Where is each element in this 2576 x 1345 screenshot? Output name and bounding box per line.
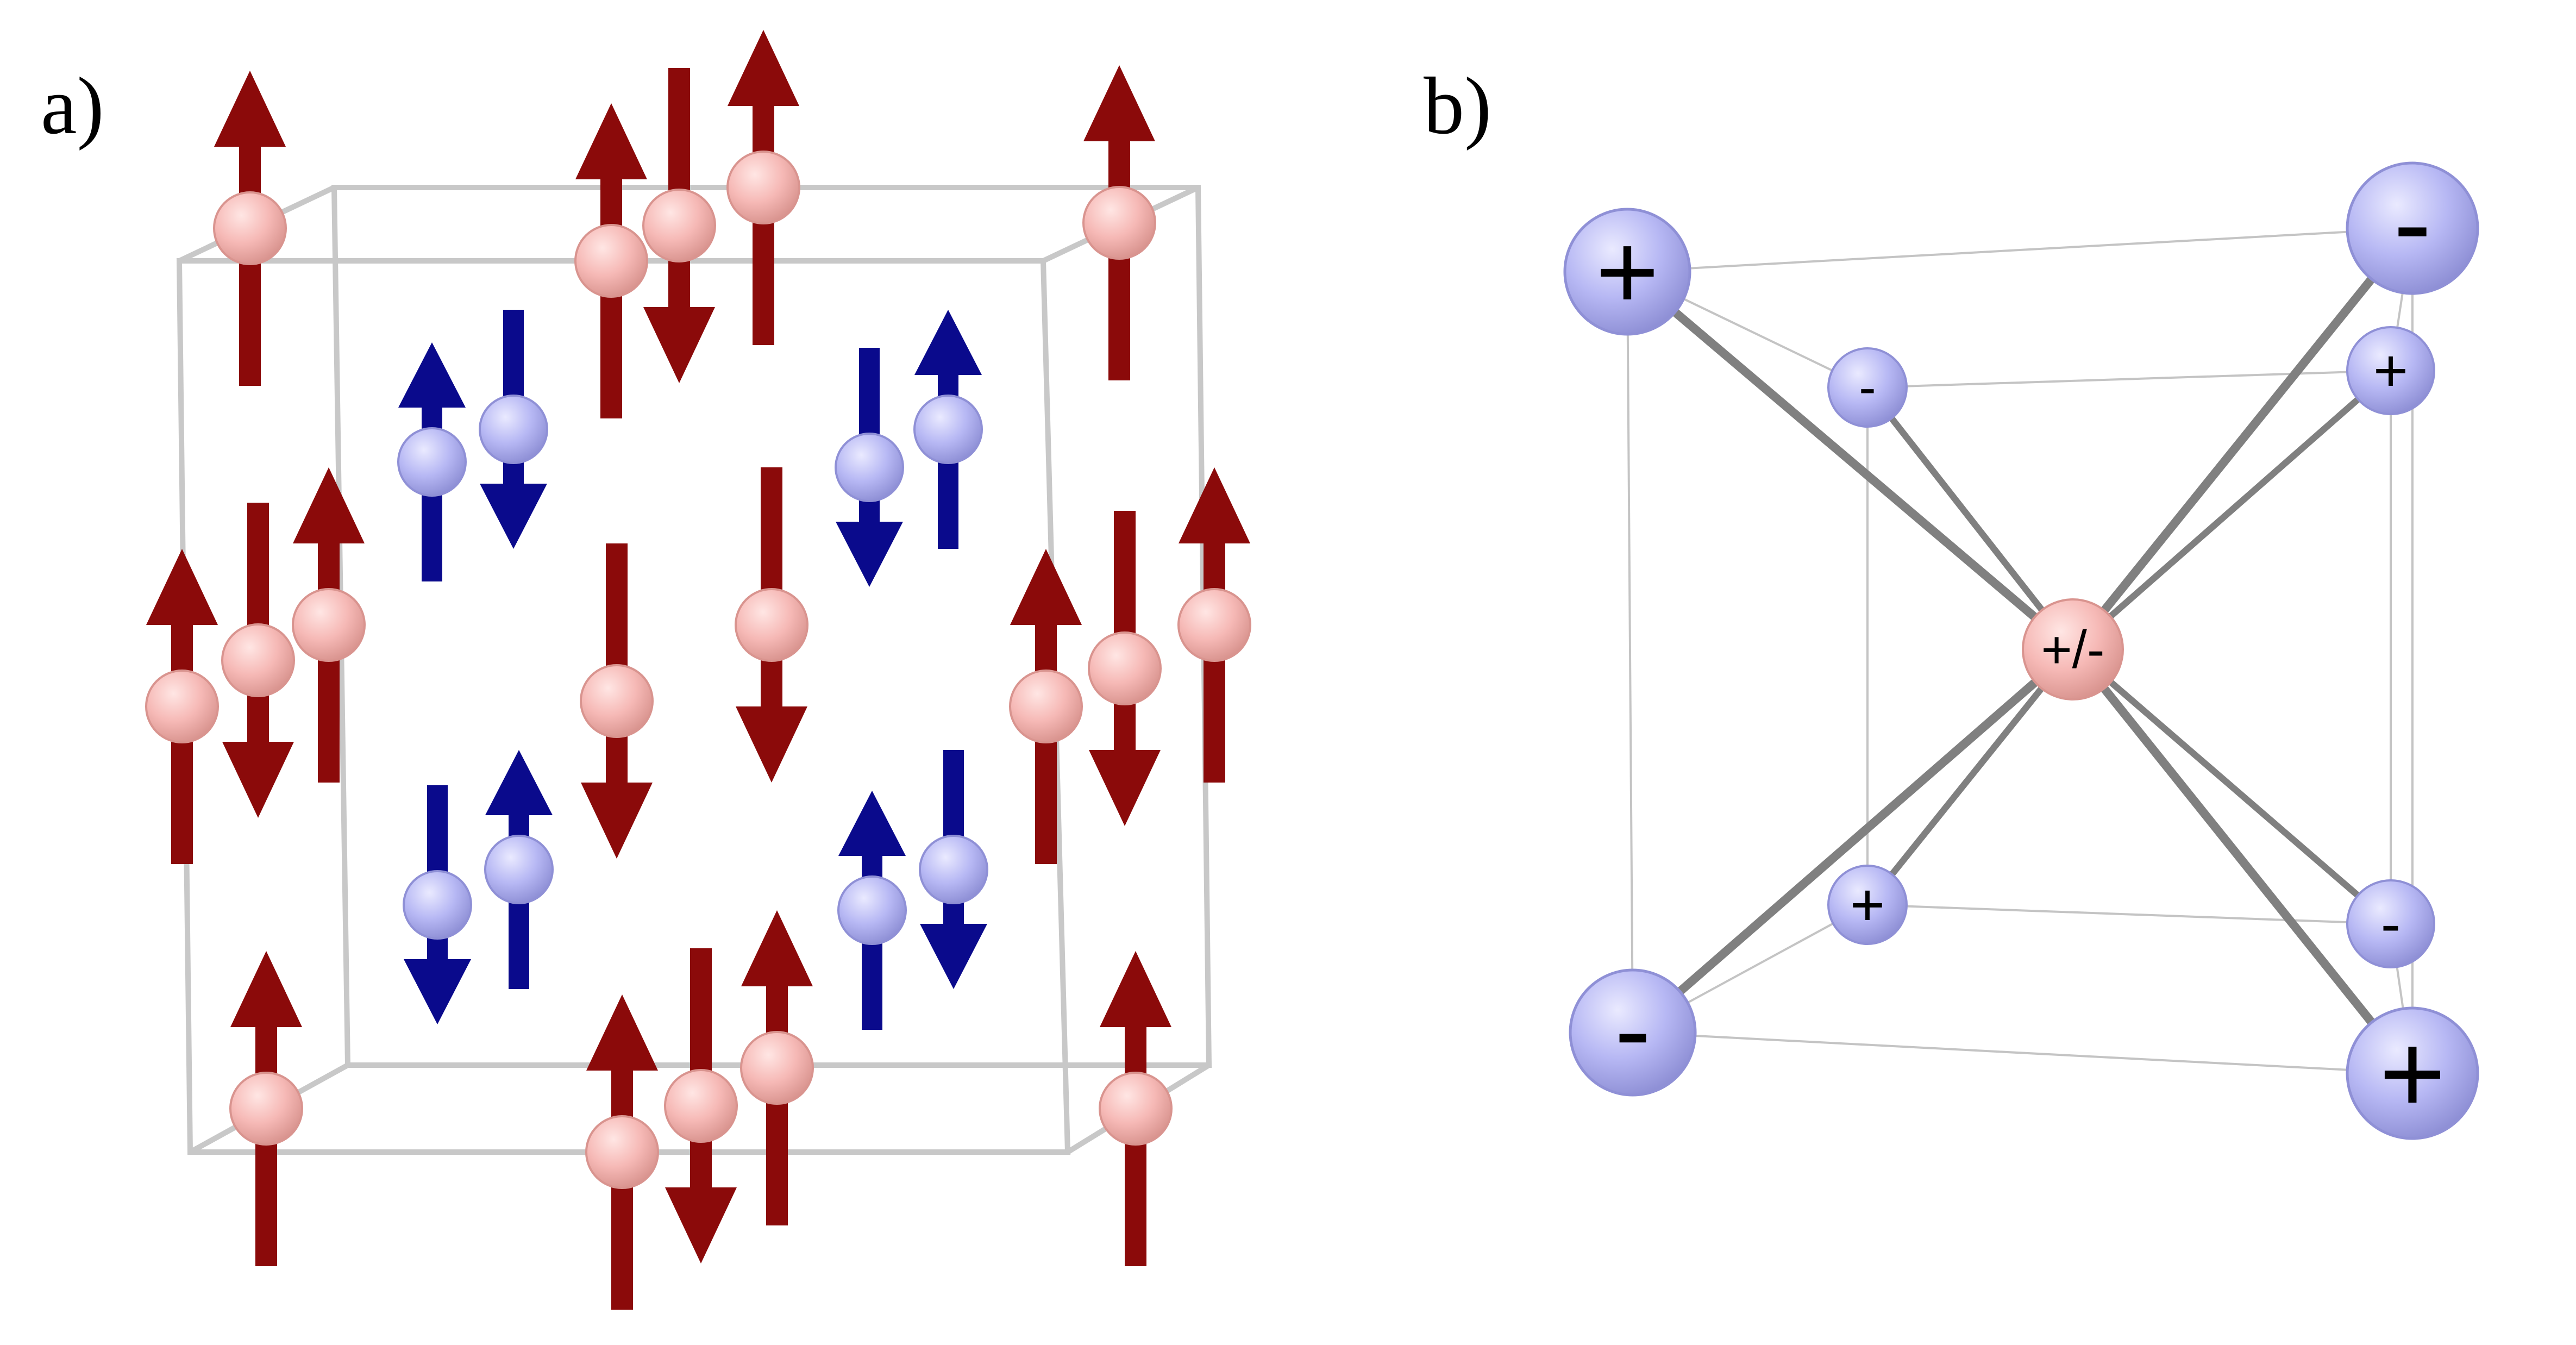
magnetic-moment-blue	[919, 750, 988, 989]
atom-pink	[1088, 631, 1162, 705]
magnetic-moment-red	[1177, 467, 1251, 783]
magnetic-moment-red	[1009, 549, 1083, 864]
atom-blue	[919, 835, 988, 904]
atom-pink	[292, 588, 366, 662]
panel-b-label: b)	[1424, 61, 1491, 151]
atom-blue	[484, 835, 554, 904]
atom-pink	[574, 224, 648, 298]
atom-pink	[585, 1115, 659, 1189]
outer-atom-top-right: -	[2346, 159, 2479, 295]
atom-pink	[740, 1031, 814, 1105]
atom-pink	[229, 1072, 303, 1146]
magnetic-moment-red	[1099, 951, 1173, 1266]
magnetic-moment-red	[213, 71, 287, 386]
atom-pink	[735, 588, 808, 662]
atom-blue	[397, 427, 467, 497]
svg-text:-: -	[1615, 969, 1651, 1091]
atom-pink	[664, 1069, 738, 1143]
magnetic-moment-blue	[837, 791, 907, 1030]
panel-b-bonds	[1623, 224, 2417, 1078]
atom-blue	[837, 875, 907, 945]
magnetic-moment-blue	[397, 342, 467, 581]
magnetic-moment-red	[574, 103, 648, 418]
atom-pink	[642, 189, 716, 262]
svg-text:-: -	[2381, 891, 2401, 958]
inner-atom-bottom-left: +	[1827, 865, 1908, 945]
atom-blue	[913, 395, 983, 464]
magnetic-moment-red	[580, 543, 654, 859]
svg-text:+: +	[1596, 211, 1659, 333]
magnetic-moment-red	[585, 994, 659, 1310]
inner-atom-top-right: +	[2346, 326, 2435, 415]
magnetic-moment-red	[664, 948, 738, 1263]
magnetic-moment-blue	[913, 310, 983, 549]
svg-text:-: -	[1859, 359, 1876, 416]
svg-text:+: +	[2373, 337, 2408, 404]
atom-pink	[1082, 186, 1156, 260]
atom-pink	[1099, 1072, 1173, 1146]
magnetic-moment-red	[292, 467, 366, 783]
svg-text:+: +	[2379, 1010, 2446, 1137]
center-atom: +/-	[2022, 598, 2124, 700]
inner-atom-bottom-right: -	[2346, 879, 2435, 968]
atom-pink	[1177, 588, 1251, 662]
magnetic-moment-red	[145, 549, 219, 864]
panel-b-cell-edges	[1626, 227, 2414, 1074]
magnetic-moment-blue	[479, 310, 548, 549]
panel-b-atoms: - + + - +/- + - -	[1563, 159, 2479, 1140]
magnetic-moment-red	[642, 68, 716, 383]
magnetic-moment-blue	[484, 750, 554, 989]
magnetic-moment-red	[1088, 511, 1162, 826]
panel-a-spin-structure	[145, 30, 1251, 1310]
svg-text:+/-: +/-	[2041, 620, 2104, 679]
magnetic-moment-blue	[403, 785, 472, 1024]
atom-pink	[221, 623, 295, 697]
svg-text:-: -	[2393, 159, 2431, 287]
panel-a-label: a)	[41, 61, 104, 151]
atom-pink	[726, 151, 800, 224]
magnetic-moment-red	[740, 910, 814, 1225]
magnetic-moment-red	[1082, 65, 1156, 380]
atom-pink	[580, 664, 654, 738]
outer-atom-top-left: +	[1563, 208, 1691, 336]
atom-blue	[403, 870, 472, 940]
atom-pink	[145, 670, 219, 743]
magnetic-moment-red	[229, 951, 303, 1266]
atom-pink	[1009, 670, 1083, 743]
svg-text:+: +	[1850, 872, 1885, 939]
magnetic-moment-red	[221, 503, 295, 818]
outer-atom-bottom-left: -	[1569, 968, 1697, 1097]
outer-atom-bottom-right: +	[2346, 1006, 2479, 1140]
magnetic-moment-red	[726, 30, 800, 345]
magnetic-moment-blue	[835, 348, 904, 587]
atom-blue	[479, 395, 548, 464]
atom-blue	[835, 433, 904, 502]
magnetic-moment-red	[735, 467, 808, 783]
inner-atom-top-left: -	[1827, 347, 1908, 428]
atom-pink	[213, 191, 287, 265]
